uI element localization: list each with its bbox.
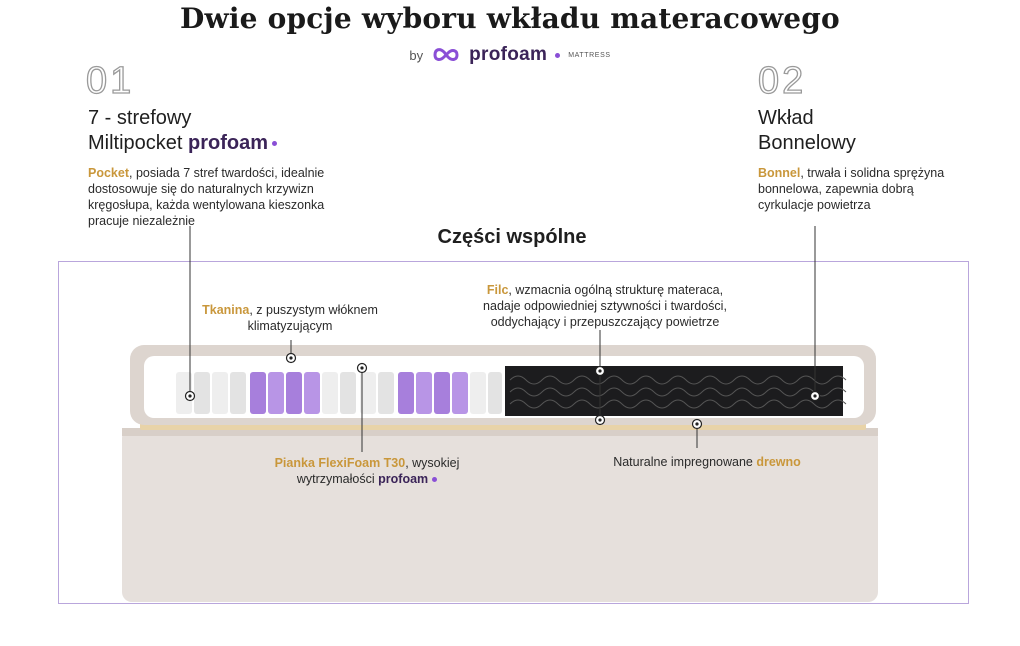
option1-title-line2-row: Miltipocket profoam (88, 131, 278, 156)
page-title: Dwie opcje wyboru wkładu materacowego (180, 2, 840, 35)
option2-title-line2: Bonnelowy (758, 132, 856, 154)
filc-line2: nadaje odpowiedniej sztywności i twardoś… (483, 299, 727, 313)
option2-desc-line: cyrkulacje powietrza (758, 198, 871, 212)
pianka-label: Pianka FlexiFoam T30, wysokiej wytrzymał… (262, 455, 472, 487)
option2-description: Bonnel, trwała i solidna sprężyna bonnel… (758, 165, 998, 213)
option2-title: Wkład Bonnelowy (758, 106, 856, 156)
tkanina-line2: klimatyzującym (247, 319, 333, 333)
pianka-brand: profoam (378, 472, 429, 486)
drewno-label: Naturalne impregnowane drewno (592, 454, 822, 470)
option2-number: 02 (757, 59, 807, 102)
pianka-line2: wytrzymałości (296, 472, 375, 486)
option1-title-line1: 7 - strefowy (88, 107, 192, 129)
drewno-text: Naturalne impregnowane (613, 455, 757, 469)
mattress-base (122, 428, 878, 602)
option2-highlight: Bonnel (758, 166, 801, 180)
filc-label: Filc, wzmacnia ogólną strukturę materaca… (470, 282, 740, 330)
tkanina-line1: , z puszystym włóknem (249, 303, 378, 317)
option1-number: 01 (85, 59, 135, 102)
option1-desc-line: dostosowuje się do naturalnych krzywizn (88, 182, 314, 196)
filc-line1: , wzmacnia ogólną strukturę materaca, (508, 283, 724, 297)
pocket-springs (176, 372, 502, 414)
option2-desc-line: , trwała i solidna sprężyna (800, 166, 945, 180)
option1-description: Pocket, posiada 7 stref twardości, ideal… (88, 165, 348, 229)
option2-desc-line: bonnelowa, zapewnia dobrą (758, 182, 914, 196)
option1-desc-line: pracuje niezależnie (88, 214, 196, 228)
tkanina-highlight: Tkanina (202, 303, 250, 317)
option1-desc-line: , posiada 7 stref twardości, idealnie (129, 166, 325, 180)
option1-title-line2: Miltipocket (88, 132, 183, 154)
base-shadow (122, 428, 878, 436)
filc-highlight: Filc (486, 283, 509, 297)
filc-line3: oddychający i przepuszczający powietrze (490, 315, 720, 329)
brand-dot-icon (555, 52, 561, 58)
profoam-logo-icon (433, 48, 459, 61)
pianka-brand-dot-icon (432, 477, 438, 483)
option1-highlight: Pocket (88, 166, 129, 180)
brand-byline: by profoam MATTRESS (0, 44, 1020, 66)
bonnel-springs (509, 375, 847, 409)
pianka-line1: , wysokiej (405, 456, 460, 470)
option1-brand-dot-icon (272, 141, 278, 147)
pianka-highlight: Pianka FlexiFoam T30 (274, 456, 406, 470)
brand-name: profoam (469, 44, 548, 65)
option1-desc-line: kręgosłupa, każda wentylowana kieszonka (88, 198, 325, 212)
option1-brand: profoam (188, 132, 269, 154)
common-parts-frame (58, 261, 969, 604)
common-parts-title: Części wspólne (437, 226, 587, 248)
tkanina-label: Tkanina, z puszystym włóknem klimatyzują… (190, 302, 390, 334)
by-label: by (409, 47, 424, 63)
option1-title: 7 - strefowy Miltipocket profoam (88, 106, 278, 156)
drewno-highlight: drewno (756, 455, 801, 469)
option2-title-line1: Wkład (758, 107, 814, 129)
brand-suffix: MATTRESS (568, 51, 611, 59)
